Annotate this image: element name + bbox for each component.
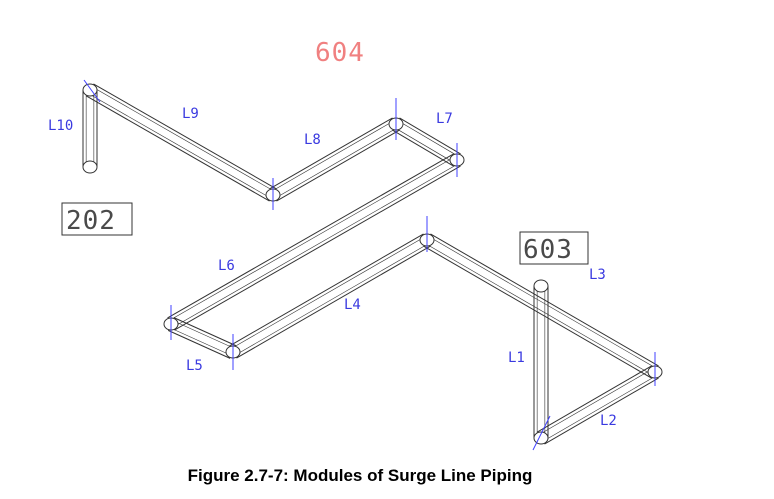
pipe-l9 (86, 83, 277, 202)
segment-label-l7: L7 (436, 111, 453, 127)
pipe-l5-wall (167, 329, 231, 359)
pipe-l9-wall (91, 86, 276, 192)
pipe-l7-wall (397, 120, 460, 157)
pipe-l2-wall (537, 365, 652, 433)
module-box-603 (519, 231, 589, 265)
pipe-l3-wall (428, 236, 658, 369)
segment-label-l5: L5 (186, 358, 203, 374)
pipe-l9-wall (93, 83, 277, 190)
pipe-l9-wall (86, 95, 270, 202)
pipe-l3-wall (423, 245, 652, 379)
pipe-l8-wall (269, 117, 393, 190)
pipe-l8-wall (270, 120, 395, 192)
pipe-l8 (269, 117, 400, 202)
pipe-l2-wall (544, 377, 659, 445)
segment-label-l8: L8 (304, 132, 321, 148)
pipe-l7-wall (399, 117, 461, 155)
pipe-l4-wall (236, 245, 431, 359)
surge-line-piping-diagram: 604 202 603 L10 L9 L8 L7 L6 L4 L5 L3 L1 … (48, 38, 663, 451)
pipe-l9-wall (87, 93, 272, 199)
break-tick-1 (83, 79, 101, 103)
pipe-l2-wall (542, 375, 658, 442)
pipe-l5-wall (169, 327, 232, 356)
pipe-l3 (423, 233, 659, 379)
segment-label-l3: L3 (589, 267, 606, 283)
pipe-l6-wall (172, 163, 460, 328)
pipe-l6 (167, 153, 461, 331)
pipe-l3-wall (430, 233, 659, 367)
pipe-l8-wall (276, 129, 400, 202)
pipe-l6-wall (168, 156, 456, 321)
pipe-network (82, 83, 659, 445)
pipe-l5-wall (173, 317, 237, 347)
segment-label-l10: L10 (48, 118, 73, 134)
pipe-l4-wall (229, 233, 424, 347)
break-markers (83, 79, 656, 451)
segment-label-l6: L6 (218, 258, 235, 274)
break-tick-9 (532, 415, 551, 451)
pipe-joint-k (533, 279, 549, 293)
pipe-l10 (82, 90, 98, 167)
pipe-joint-b (82, 160, 98, 174)
module-label-604: 604 (315, 38, 365, 68)
segment-label-l4: L4 (344, 297, 361, 313)
pipe-l4-wall (230, 236, 426, 349)
module-label-603: 603 (523, 235, 573, 265)
segment-label-l1: L1 (508, 350, 525, 366)
pipe-l5 (167, 317, 237, 359)
pipe-l2-wall (538, 368, 654, 435)
pipe-l4-wall (234, 243, 430, 356)
pipe-l3-wall (424, 243, 654, 376)
pipe-l6-wall (174, 165, 461, 331)
segment-label-l2: L2 (600, 413, 617, 429)
pipe-l1 (533, 286, 549, 438)
segment-label-l9: L9 (182, 106, 199, 122)
pipe-l4 (229, 233, 431, 359)
pipe-l7-wall (393, 127, 456, 164)
module-box-202 (61, 202, 133, 236)
module-label-202: 202 (66, 206, 116, 236)
figure-caption: Figure 2.7-7: Modules of Surge Line Pipi… (187, 466, 533, 485)
pipe-l6-wall (167, 153, 454, 319)
pipe-l2 (537, 365, 659, 445)
pipe-l5-wall (172, 320, 235, 349)
pipe-l8-wall (274, 127, 399, 199)
